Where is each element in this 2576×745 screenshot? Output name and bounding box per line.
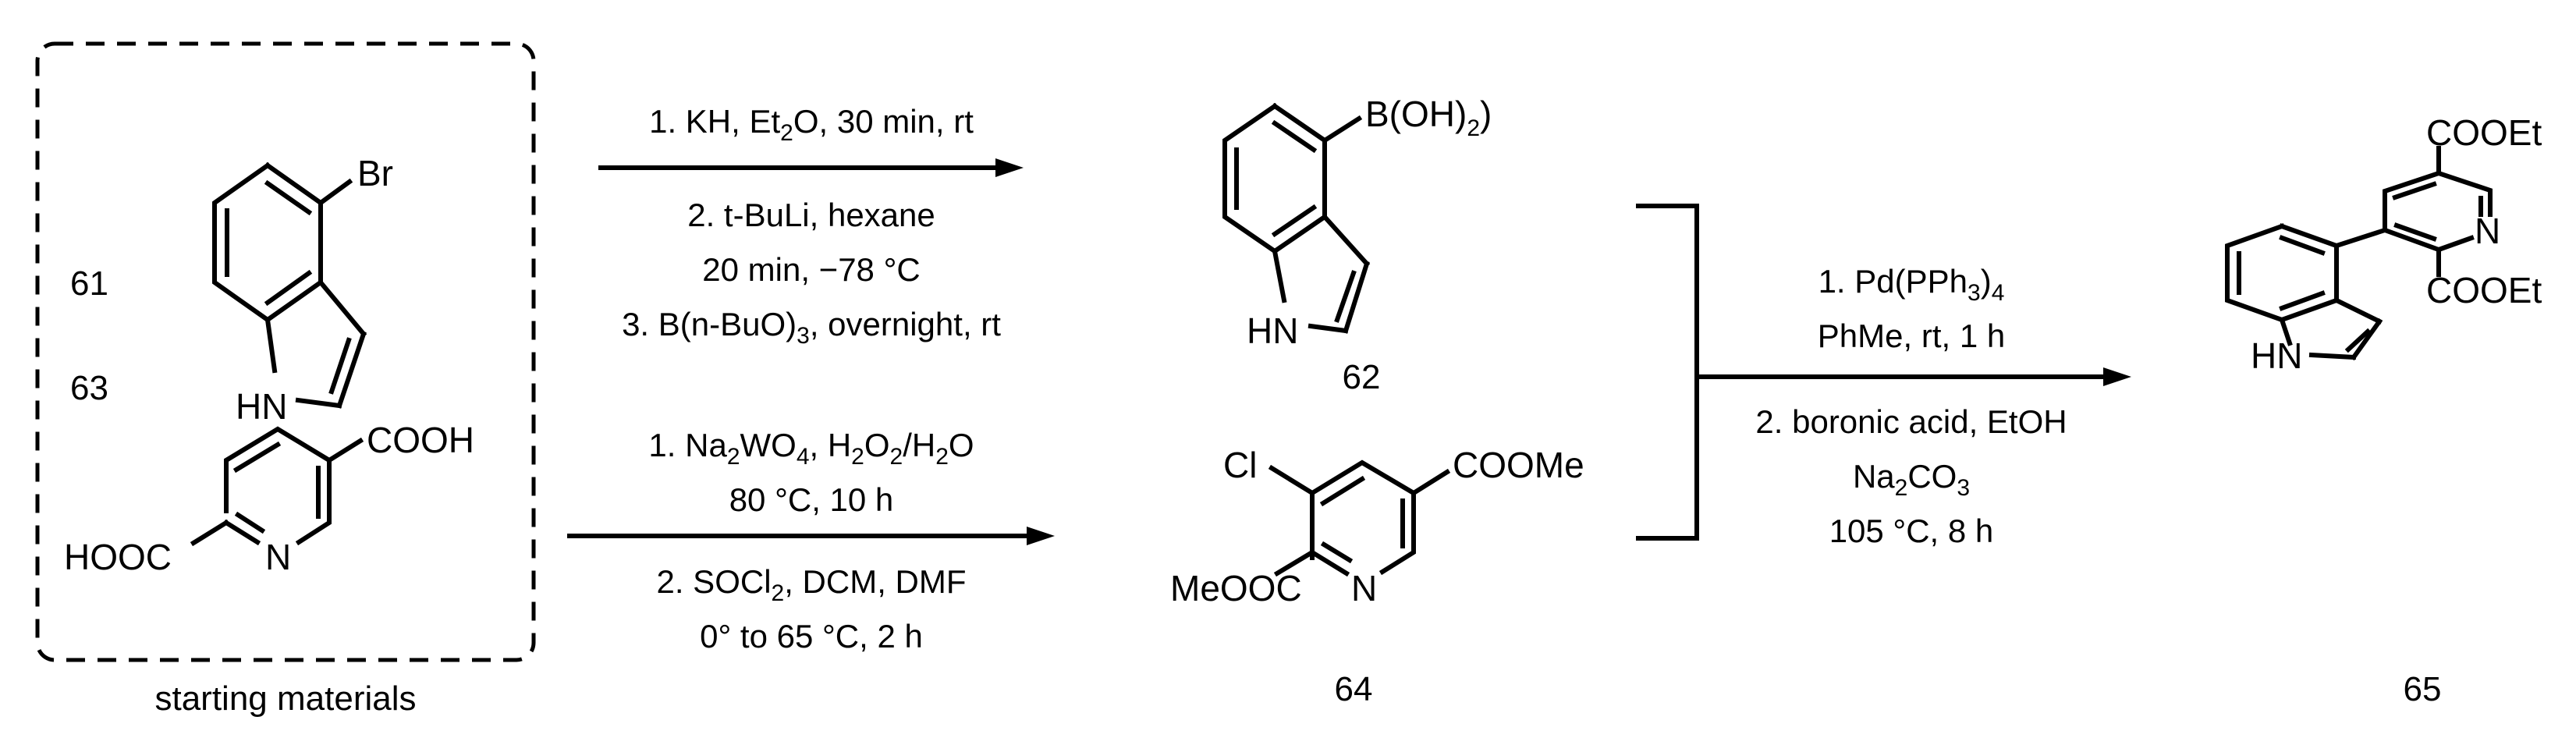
chloro-substituent: Cl (1223, 445, 1257, 485)
cooet-bottom-group: COOEt (2426, 270, 2542, 310)
meooc-group: MeOOC (1170, 568, 1302, 608)
compound-64-label: 64 (1335, 670, 1373, 708)
arrow2-condition-2b: 0° to 65 °C, 2 h (700, 618, 923, 655)
pyridine-n-63: N (265, 537, 291, 577)
compound-63-label: 63 (70, 369, 108, 407)
coome-group: COOMe (1453, 445, 1584, 485)
pyridine-n-65: N (2475, 211, 2500, 251)
compound-61-structure: 61 Br HN (70, 153, 393, 427)
arrow3-condition-2b: Na2CO3 (1853, 458, 1970, 501)
arrow3-condition-1b: PhMe, rt, 1 h (1818, 318, 2005, 354)
arrow1-condition-2: 2. t-BuLi, hexane (687, 197, 935, 233)
reaction-arrow-2: 1. Na2WO4, H2O2/H2O 80 °C, 10 h 2. SOCl2… (567, 427, 1055, 655)
reaction-arrow-3: 1. Pd(PPh3)4 PhMe, rt, 1 h 2. boronic ac… (1694, 263, 2131, 549)
arrow1-condition-1: 1. KH, Et2O, 30 min, rt (649, 103, 974, 146)
compound-64-structure: Cl N MeOOC COOMe 64 (1170, 445, 1584, 708)
compound-61-label: 61 (70, 264, 108, 303)
compound-62-structure: B(OH)2) HN 62 (1222, 94, 1492, 396)
hooc-group: HOOC (64, 537, 172, 577)
compound-62-label: 62 (1343, 358, 1381, 396)
indole-nh-61: HN (236, 386, 287, 427)
starting-materials-box (35, 41, 536, 662)
arrow2-condition-2: 2. SOCl2, DCM, DMF (656, 563, 966, 606)
starting-materials-caption: starting materials (154, 679, 416, 718)
arrow3-condition-2: 2. boronic acid, EtOH (1755, 403, 2067, 440)
indole-nh-62: HN (1247, 310, 1298, 351)
combine-bracket (1636, 204, 1699, 541)
arrow1-condition-2b: 20 min, −78 °C (702, 251, 920, 288)
compound-63-structure: 63 N HOOC COOH (64, 369, 474, 577)
pyridine-n-64: N (1351, 568, 1377, 608)
arrow2-condition-1: 1. Na2WO4, H2O2/H2O (648, 427, 974, 470)
arrow1-condition-3: 3. B(n-BuO)3, overnight, rt (622, 306, 1001, 349)
cooet-top-group: COOEt (2426, 112, 2542, 153)
compound-65-structure: HN N COOEt COOEt 65 (2225, 112, 2542, 708)
cooh-group: COOH (367, 420, 474, 460)
arrow3-condition-2c: 105 °C, 8 h (1829, 513, 1994, 549)
indole-nh-65: HN (2251, 335, 2302, 376)
reaction-arrow-1: 1. KH, Et2O, 30 min, rt 2. t-BuLi, hexan… (598, 103, 1024, 349)
arrow3-condition-1: 1. Pd(PPh3)4 (1818, 263, 2005, 306)
boronic-acid-group: B(OH)2) (1365, 94, 1492, 141)
arrow2-condition-1b: 80 °C, 10 h (729, 481, 894, 518)
bromo-substituent: Br (357, 153, 393, 193)
compound-65-label: 65 (2404, 670, 2442, 708)
